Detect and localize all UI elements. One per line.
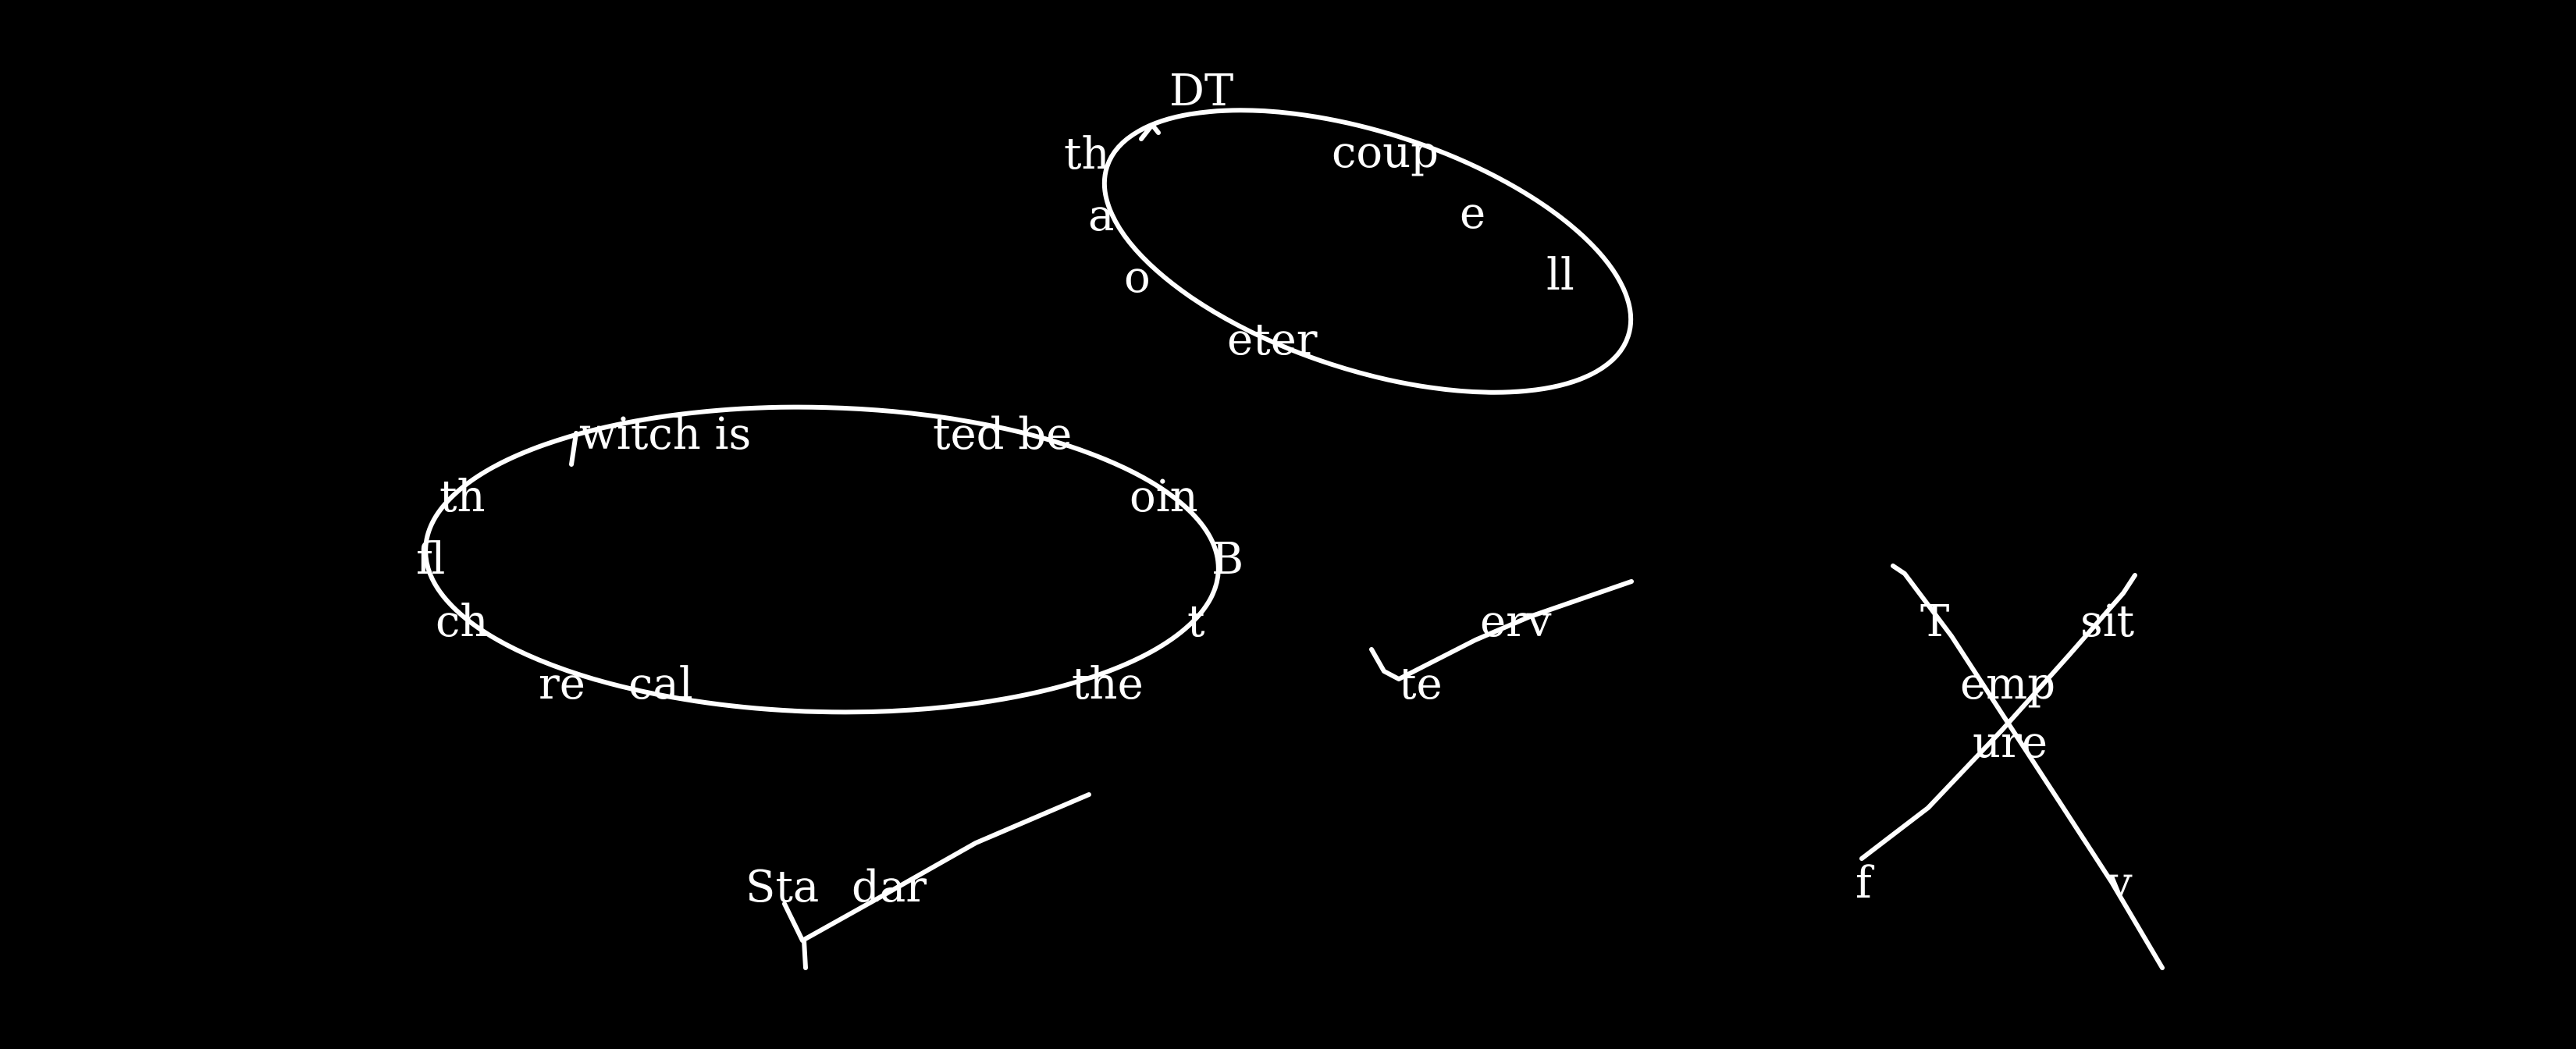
cross-line-1 [1891, 564, 2165, 970]
left-ellipse-group: witch is ted be th oin fl B ch t re cal … [416, 404, 1244, 715]
left-ellipse-frag-10: cal [628, 659, 693, 709]
left-ellipse-frag-7: ch [436, 596, 488, 647]
cross-group: T sit emp ure f v [1856, 564, 2165, 970]
middle-stroke-line [1369, 579, 1634, 681]
top-ellipse-frag-5: e [1460, 188, 1485, 239]
top-ellipse-frag-7: ll [1546, 250, 1574, 300]
top-ellipse-frag-6: o [1124, 252, 1151, 303]
left-ellipse-frag-1: witch is [579, 409, 751, 460]
left-ellipse-frag-5: fl [416, 534, 445, 585]
top-ellipse-frag-1: DT [1169, 66, 1233, 116]
middle-stroke-frag-1: erv [1480, 596, 1552, 647]
left-ellipse-tick [569, 431, 578, 467]
cross-frag-1: T [1920, 596, 1949, 647]
top-ellipse-frag-8: eter [1227, 315, 1318, 365]
left-ellipse-frag-8: t [1187, 596, 1205, 647]
middle-stroke-frag-2: te [1399, 659, 1443, 709]
cross-frag-2: sit [2080, 596, 2135, 647]
left-ellipse-stroke [423, 404, 1221, 715]
top-ellipse-stroke [1101, 108, 1634, 395]
bottom-stroke-line [782, 792, 1091, 943]
left-ellipse-frag-4: oin [1130, 471, 1198, 522]
left-ellipse-frag-3: th [439, 471, 486, 522]
cross-line-2 [1859, 573, 2137, 861]
top-ellipse-group: DT th coup a e o ll eter [1064, 66, 1634, 395]
cross-frag-3: emp [1960, 659, 2055, 709]
bottom-stroke-tick [802, 938, 808, 970]
cross-frag-6: v [2107, 858, 2133, 909]
top-ellipse-frag-2: th [1064, 129, 1110, 180]
cross-frag-5: f [1856, 858, 1875, 909]
left-ellipse-frag-9: re [539, 659, 585, 709]
cross-frag-4: ure [1973, 717, 2048, 768]
left-ellipse-frag-6: B [1212, 534, 1244, 585]
bottom-stroke-group: Sta dar [745, 792, 1091, 970]
top-ellipse-frag-4: a [1088, 190, 1114, 241]
top-ellipse-tick [1139, 123, 1161, 141]
bottom-stroke-frag-2: dar [852, 862, 927, 912]
left-ellipse-frag-2: ted be [933, 409, 1072, 460]
top-ellipse-frag-3: coup [1332, 127, 1439, 178]
left-ellipse-frag-11: the [1072, 659, 1144, 709]
bottom-stroke-frag-1: Sta [745, 862, 819, 912]
middle-stroke-group: erv te [1369, 579, 1634, 709]
